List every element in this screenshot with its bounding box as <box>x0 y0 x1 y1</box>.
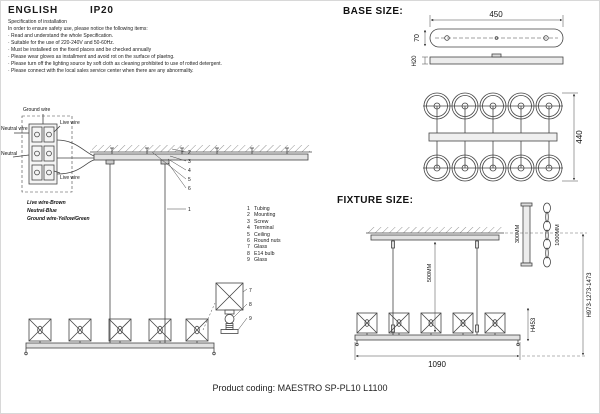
wiring-terminal-block <box>12 114 95 193</box>
dim-h20: H20 <box>412 55 418 67</box>
fixture-size-title: FIXTURE SIZE: <box>337 195 414 206</box>
callout-9: 9 <box>249 316 252 322</box>
part-number: 6 <box>247 238 250 245</box>
part-name: Terminal <box>254 225 274 232</box>
label-live-wire: Live wire <box>60 175 80 181</box>
part-number: 1 <box>247 206 250 212</box>
callout-leader-lines <box>151 148 187 210</box>
dim-70: 70 <box>414 34 421 42</box>
base-size-diagram: 450 70 H20 440 <box>412 10 584 182</box>
fixture-body-drawing <box>24 318 216 356</box>
part-row: 6 Round nuts <box>247 238 281 244</box>
dim-h453: H453 <box>531 317 537 332</box>
spec-intro: In order to ensure safety use, please no… <box>8 26 148 32</box>
part-name: Mounting <box>254 212 276 219</box>
label-neutral-wire: Neutral wire <box>1 126 28 132</box>
specification-block: Specification of installation In order t… <box>8 19 328 75</box>
dim-300mm: 300MM <box>515 224 521 243</box>
dim-500mm: 500MM <box>427 263 433 282</box>
callout-3: 3 <box>188 159 191 165</box>
spec-item: · Read and understand the whole Specific… <box>8 33 114 39</box>
dim-450: 450 <box>489 10 503 19</box>
product-coding: Product coding: MAESTRO SP-PL10 L1100 <box>212 383 388 393</box>
language-heading: ENGLISH <box>8 5 59 16</box>
part-number: 8 <box>247 250 250 257</box>
base-plate-views <box>422 15 564 65</box>
base-size-title: BASE SIZE: <box>343 6 404 17</box>
dim-total-height: H973-1273-1473 <box>587 272 593 318</box>
part-number: 2 <box>247 212 250 219</box>
dim-440: 440 <box>575 130 584 144</box>
part-name: Screw <box>254 218 269 225</box>
spec-item: · Please wear gloves as installment and … <box>8 54 175 60</box>
spec-item: · Please connect with the local sales se… <box>8 68 194 74</box>
spec-item: · Please turn off the lighting source by… <box>8 61 222 67</box>
part-number: 3 <box>247 218 250 225</box>
ip-rating: IP20 <box>90 5 114 16</box>
label-neutral: Neutral <box>1 151 17 157</box>
part-row: 4 Terminal <box>247 225 281 231</box>
dim-1000mm: 1000MM <box>555 224 561 246</box>
legend-ground-wire: Ground wire-Yellow/Green <box>27 216 90 222</box>
callout-5: 5 <box>188 177 191 183</box>
part-row: 5 Ceiling <box>247 232 281 238</box>
legend-live-wire: Live wire-Brown <box>27 200 66 206</box>
callout-7: 7 <box>249 288 252 294</box>
part-name: Glass <box>254 257 268 264</box>
part-number: 5 <box>247 231 250 238</box>
callout-8: 8 <box>249 302 252 308</box>
installation-diagram: Ground wire Live wire Neutral wire Neutr… <box>1 107 312 356</box>
fixture-size-diagram: 500MM H453 1090 300MM 1000MM H973-1273-1… <box>354 202 593 369</box>
callout-4: 4 <box>188 168 191 174</box>
callout-6: 6 <box>188 186 191 192</box>
fixture-front-view <box>354 227 530 360</box>
part-row: 2 Mounting <box>247 212 281 218</box>
part-row: 1 Tubing <box>247 206 281 212</box>
part-row: 3 Screw <box>247 219 281 225</box>
suspension-options <box>505 202 587 357</box>
parts-list: 1 Tubing 2 Mounting 3 Screw 4 Terminal 5 Ceil… <box>247 206 281 264</box>
callout-1: 1 <box>188 207 191 213</box>
part-name: Tubing <box>254 206 270 212</box>
part-row: 9 Glass <box>247 257 281 263</box>
spec-title: Specification of installation <box>8 19 67 25</box>
part-row: 8 E14 bulb <box>247 251 281 257</box>
label-live-wire-top: Live wire <box>60 120 80 126</box>
part-number: 7 <box>247 244 250 251</box>
part-number: 9 <box>247 257 250 264</box>
part-row: 7 Glass <box>247 244 281 250</box>
dim-1090: 1090 <box>428 360 446 369</box>
spec-item: · Must be installeed on the fixed places… <box>8 47 152 53</box>
shade-detail-drawing <box>202 282 248 334</box>
spec-item: · Suitable for the use of 220-240V and 5… <box>8 40 115 46</box>
legend-neutral-wire: Neutral-Blue <box>27 208 57 214</box>
part-name: Glass <box>254 244 268 251</box>
part-name: Ceiling <box>254 231 270 238</box>
fixture-top-view <box>423 92 578 182</box>
label-ground-wire: Ground wire <box>23 107 50 113</box>
part-name: E14 bulb <box>254 250 275 257</box>
callout-2: 2 <box>188 150 191 156</box>
part-number: 4 <box>247 225 250 232</box>
ceiling-mounting-bar <box>90 145 312 343</box>
part-name: Round nuts <box>254 238 281 245</box>
